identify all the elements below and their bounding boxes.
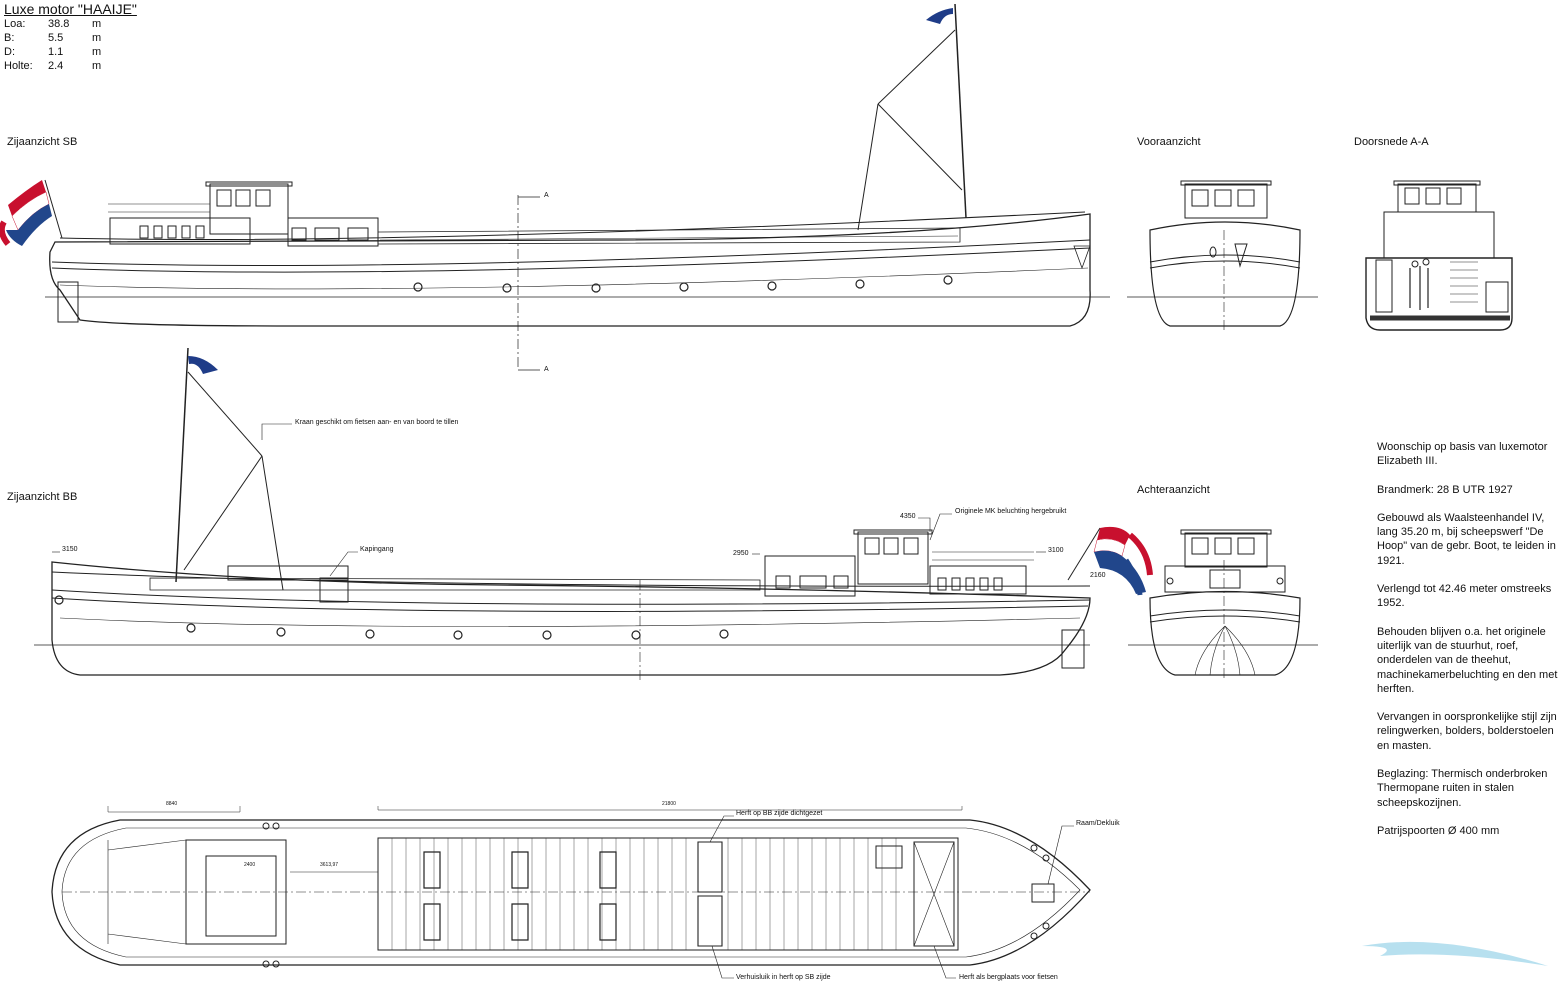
note-4: Verlengd tot 42.46 meter omstreeks 1952. xyxy=(1377,583,1552,610)
note-7: Beglazing: Thermisch onderbroken Thermop… xyxy=(1377,768,1548,809)
dim-2950: 2950 xyxy=(733,550,749,557)
spec-row-loa: Loa: 38.8 m xyxy=(4,18,114,32)
pennant-bb xyxy=(188,356,218,374)
spec-value: 38.8 xyxy=(48,18,70,30)
note-6: Vervangen in oorspronkelijke stijl zijn … xyxy=(1377,711,1557,752)
callout-moving-hatch: Verhuisluik in herft op SB zijde xyxy=(736,974,831,981)
label-side-view-bb: Zijaanzicht BB xyxy=(7,491,78,503)
callout-crane: Kraan geschikt om fietsen aan- en van bo… xyxy=(295,419,459,426)
spec-row-b: B: 5.5 m xyxy=(4,32,114,46)
portholes-bb xyxy=(55,596,728,639)
spec-label: D: xyxy=(4,46,15,58)
section-mark-top: A xyxy=(544,192,549,199)
watermark-logo xyxy=(1362,941,1548,966)
drawing-title: Luxe motor "HAAIJE" xyxy=(4,1,137,17)
spec-label: Loa: xyxy=(4,18,26,30)
dim-3100: 3100 xyxy=(1048,547,1064,554)
callout-skylight: Raam/Dekluik xyxy=(1076,820,1120,827)
spec-row-holte: Holte: 2.4 m xyxy=(4,60,114,74)
dim-2400: 2400 xyxy=(244,862,256,868)
note-5: Behouden blijven o.a. het originele uite… xyxy=(1377,625,1558,695)
label-section-aa: Doorsnede A-A xyxy=(1354,136,1429,148)
flag-bb xyxy=(1094,526,1150,595)
side-view-sb xyxy=(45,4,1110,370)
note-1: Woonschip op basis van luxemotor Elizabe… xyxy=(1377,441,1548,468)
dim-2160: 2160 xyxy=(1090,572,1106,579)
label-rear-view: Achteraanzicht xyxy=(1137,484,1210,496)
label-side-view-sb: Zijaanzicht SB xyxy=(7,136,78,148)
spec-unit: m xyxy=(92,18,102,30)
section-aa xyxy=(1366,181,1512,330)
spec-unit: m xyxy=(92,60,102,72)
spec-row-d: D: 1.1 m xyxy=(4,46,114,60)
callout-engine-ventilation: Originele MK beluchting hergebruikt xyxy=(955,508,1067,515)
side-view-bb xyxy=(34,348,1100,680)
callout-gangway: Kapingang xyxy=(360,546,394,553)
spec-unit: m xyxy=(92,32,102,44)
portholes-sb xyxy=(414,276,952,292)
note-3: Gebouwd als Waalsteenhandel IV, lang 35.… xyxy=(1377,511,1556,567)
dim-21800: 21800 xyxy=(662,801,676,807)
callout-hatch-bb: Herft op BB zijde dichtgezet xyxy=(736,810,823,817)
callout-bike-storage: Herft als bergplaats voor fietsen xyxy=(959,974,1058,981)
spec-value: 5.5 xyxy=(48,32,64,44)
spec-value: 1.1 xyxy=(48,46,64,58)
rear-view xyxy=(1128,530,1318,680)
dim-3613: 3613,97 xyxy=(320,862,339,868)
description-notes: Woonschip op basis van luxemotor Elizabe… xyxy=(1377,440,1559,852)
label-front-view: Vooraanzicht xyxy=(1137,136,1201,148)
spec-value: 2.4 xyxy=(48,60,64,72)
spec-label: B: xyxy=(4,32,15,44)
spec-unit: m xyxy=(92,46,102,58)
dim-3150: 3150 xyxy=(62,546,78,553)
note-2: Brandmerk: 28 B UTR 1927 xyxy=(1377,483,1513,496)
dim-4350: 4350 xyxy=(900,513,916,520)
front-view xyxy=(1127,181,1318,332)
plan-view xyxy=(52,806,1090,978)
hatch-planks xyxy=(392,838,896,950)
pennant-sb xyxy=(926,8,953,24)
section-mark-bottom: A xyxy=(544,366,549,373)
note-8: Patrijspoorten Ø 400 mm xyxy=(1377,824,1500,837)
dim-8840: 8840 xyxy=(166,801,178,807)
flag-sb xyxy=(2,180,52,246)
spec-label: Holte: xyxy=(4,60,33,72)
